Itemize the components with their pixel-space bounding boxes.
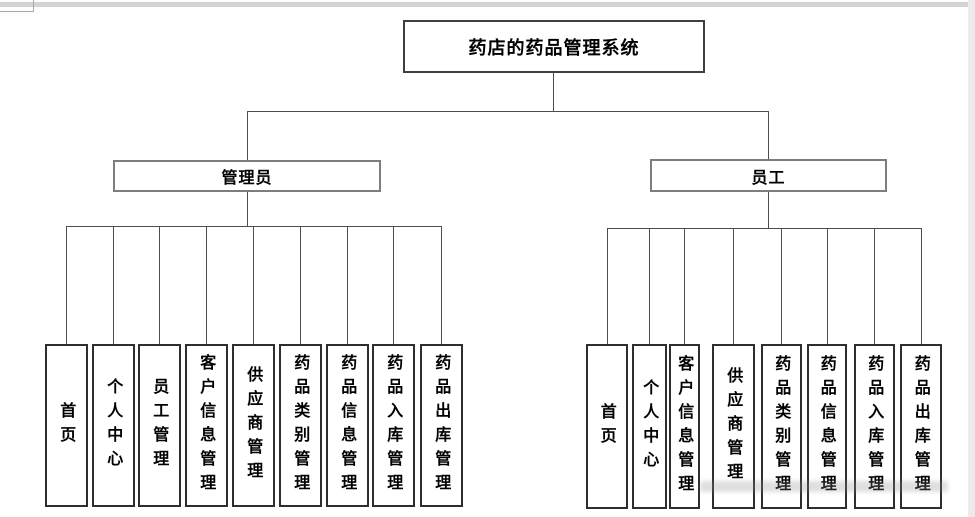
leaf-node: 药品出库管理 [900,344,942,509]
connector-line [607,228,921,229]
leaf-node: 客户信息管理 [669,344,700,509]
leaf-node: 供应商管理 [232,344,275,507]
connector-line [66,226,442,227]
leaf-node: 药品入库管理 [372,344,415,507]
window-top-border [0,2,969,7]
leaf-node-label: 个人中心 [104,377,124,474]
leaf-node: 药品入库管理 [854,344,895,509]
leaf-node: 药品类别管理 [761,344,802,509]
connector-line [247,111,769,112]
connector-line [253,226,254,344]
leaf-node-label: 个人中心 [640,378,660,475]
leaf-node-label: 药品类别管理 [291,353,311,498]
connector-line [66,226,67,344]
leaf-node-label: 供应商管理 [724,366,744,487]
connector-line [393,226,394,344]
leaf-node: 个人中心 [632,344,667,509]
connector-line [733,228,734,344]
connector-line [247,192,248,226]
root-node-label: 药店的药品管理系统 [468,37,640,59]
connector-line [768,111,769,159]
connector-line [768,192,769,228]
connector-line [347,226,348,344]
leaf-node-label: 药品信息管理 [338,353,358,498]
leaf-node-label: 药品类别管理 [772,354,792,499]
watermark-smudge [700,481,948,492]
leaf-node-label: 药品出库管理 [432,353,452,498]
root-node: 药店的药品管理系统 [403,20,705,73]
window-right-edge [968,0,975,517]
branch-node-label: 管理员 [221,168,273,187]
leaf-node: 个人中心 [92,344,135,507]
connector-line [607,228,608,344]
table-border-fragment-h [0,11,34,12]
leaf-node-label: 客户信息管理 [675,354,695,499]
leaf-node-label: 药品信息管理 [817,354,837,499]
leaf-node: 员工管理 [138,344,181,507]
connector-line [300,226,301,344]
leaf-node-label: 客户信息管理 [197,353,217,498]
connector-line [781,228,782,344]
connector-line [649,228,650,344]
connector-line [206,226,207,344]
leaf-node: 首页 [45,344,88,507]
connector-line [113,226,114,344]
leaf-node-label: 首页 [597,402,617,451]
branch-node-label: 员工 [751,167,786,187]
connector-line [684,228,685,344]
leaf-node-label: 药品入库管理 [865,354,885,499]
leaf-node: 药品出库管理 [420,344,463,507]
branch-node-admin: 管理员 [113,160,381,192]
leaf-node: 首页 [586,344,628,509]
leaf-node: 药品类别管理 [279,344,322,507]
connector-line [874,228,875,344]
leaf-node-label: 员工管理 [150,377,170,474]
connector-line [441,226,442,344]
leaf-node-label: 药品入库管理 [384,353,404,498]
leaf-node-label: 供应商管理 [244,365,264,486]
table-border-fragment-v [33,0,34,11]
connector-line [921,228,922,344]
leaf-node-label: 药品出库管理 [911,354,931,499]
leaf-node: 客户信息管理 [185,344,228,507]
connector-line [247,111,248,160]
leaf-node-label: 首页 [57,401,77,450]
leaf-node: 药品信息管理 [807,344,847,509]
leaf-node: 供应商管理 [712,344,755,509]
connector-line [159,226,160,344]
connector-line [553,73,554,111]
branch-node-staff: 员工 [650,159,887,192]
leaf-node: 药品信息管理 [326,344,369,507]
connector-line [827,228,828,344]
